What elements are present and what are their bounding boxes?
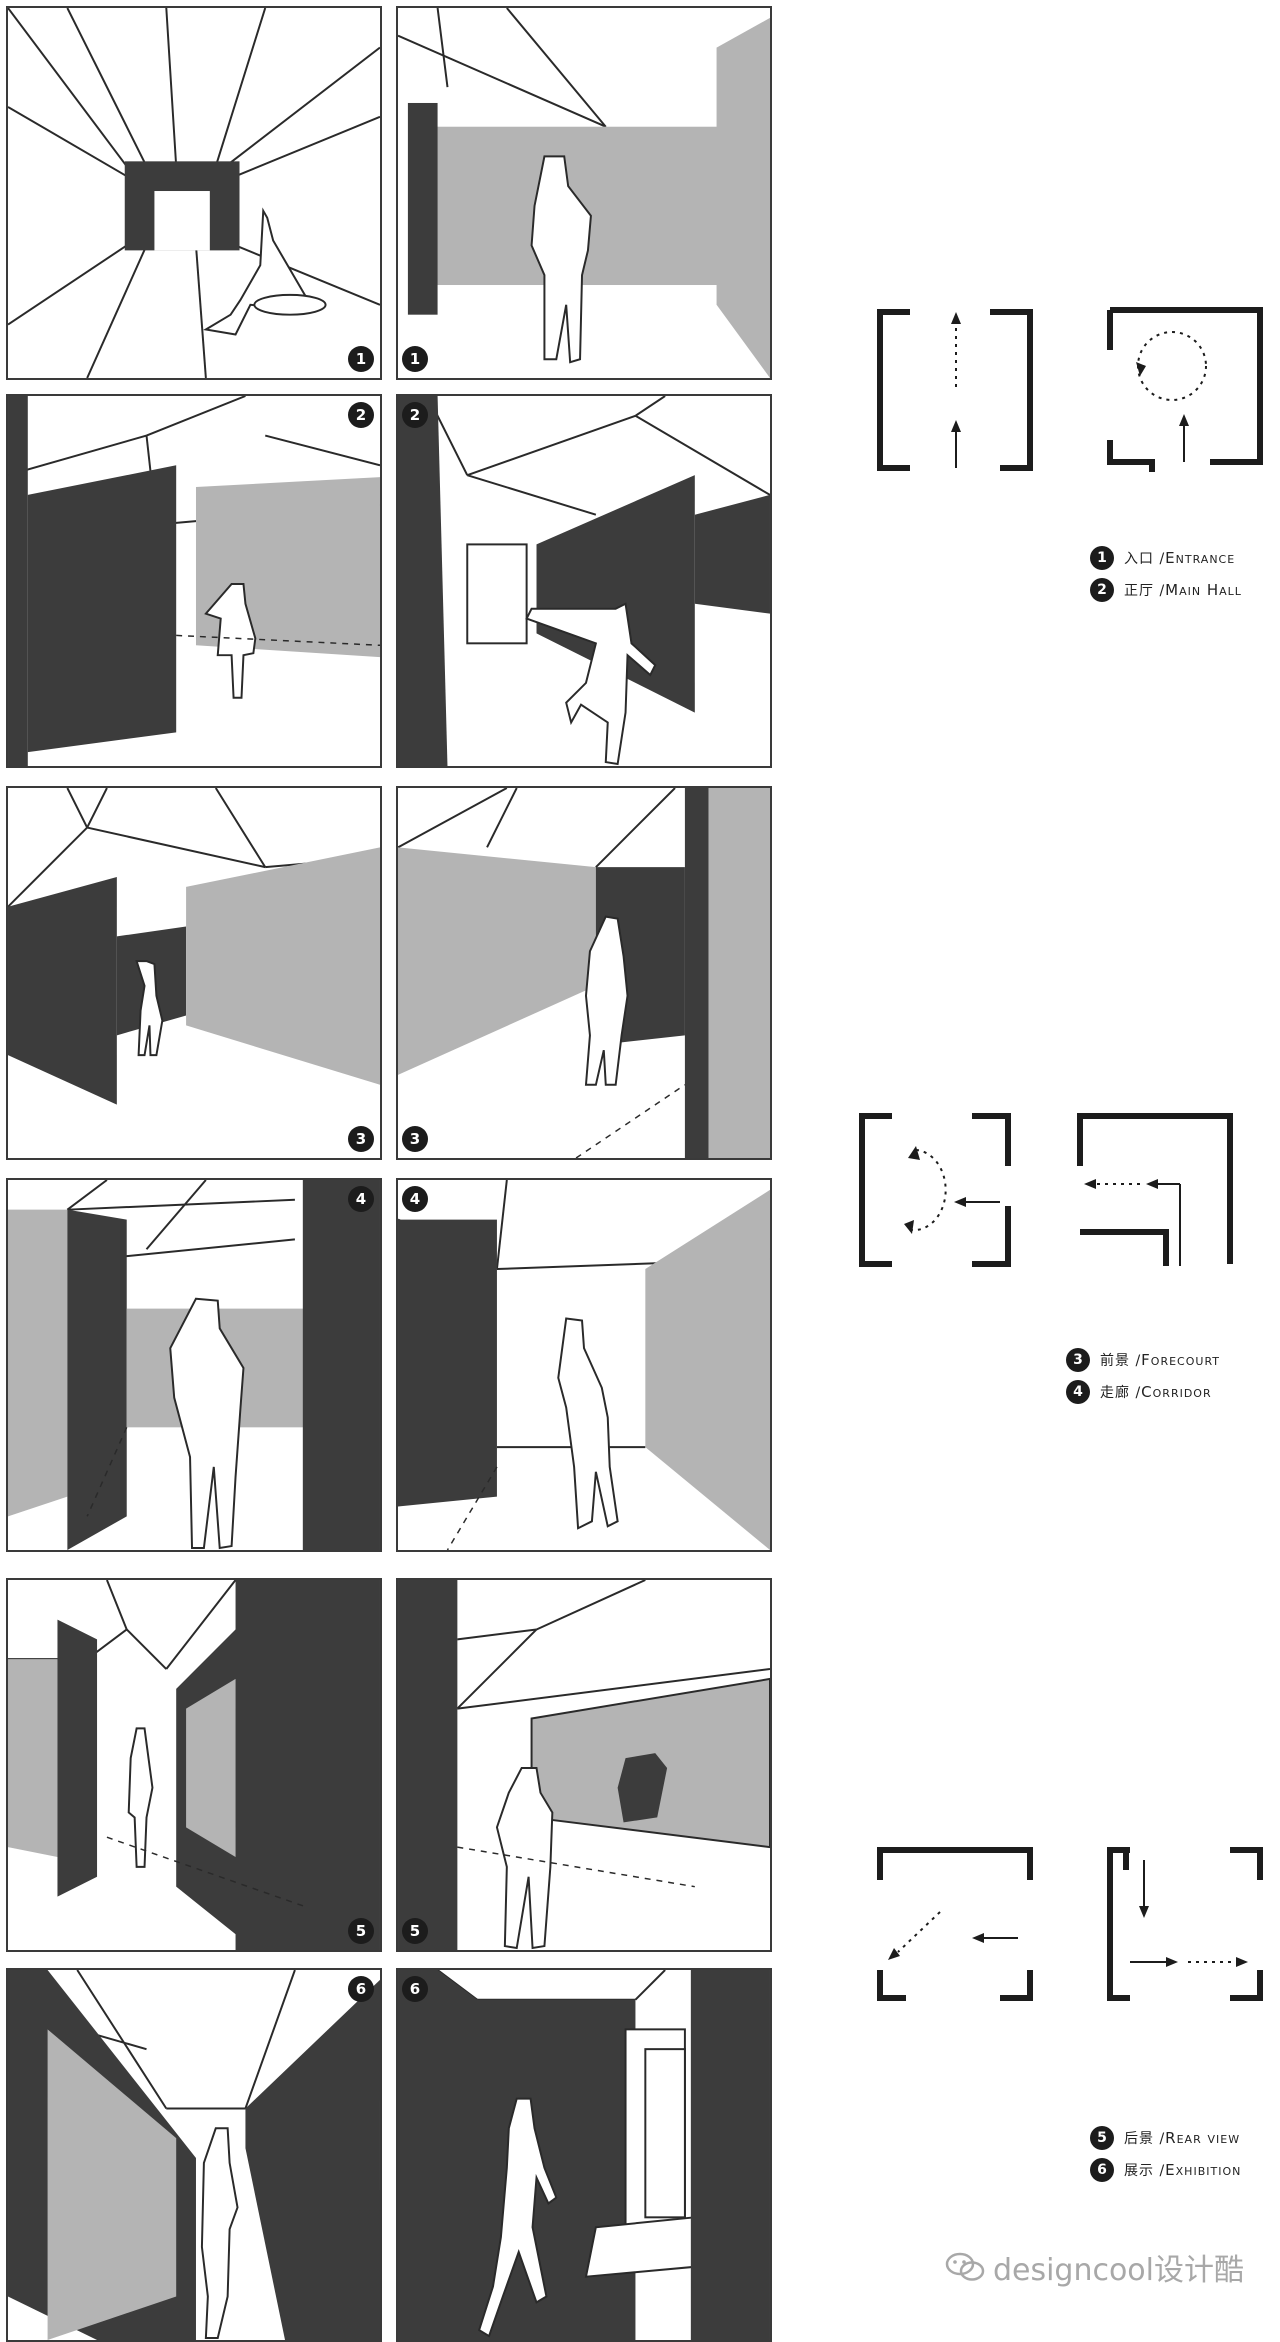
legend-item: 5 后景 /Rear view (1090, 2122, 1241, 2154)
legend-label: 展示 /Exhibition (1124, 2161, 1242, 2179)
legend-label-en: Forecourt (1141, 1351, 1221, 1369)
legend-number: 4 (1066, 1380, 1090, 1404)
corridor-sketch-right (398, 1180, 770, 1550)
legend-label: 后景 /Rear view (1124, 2129, 1241, 2147)
entrance-sketch-right (398, 8, 770, 378)
panel-badge: 2 (348, 402, 374, 428)
watermark: designcool设计酷 (945, 2245, 1244, 2289)
panel-badge: 5 (348, 1918, 374, 1944)
panel-main-hall-right: 2 (396, 394, 772, 768)
legend-group-2: 3 前景 /Forecourt 4 走廊 /Corridor (1066, 1344, 1220, 1408)
legend-number: 3 (1066, 1348, 1090, 1372)
legend-label: 正厅 /Main Hall (1124, 581, 1242, 599)
panel-badge: 3 (348, 1126, 374, 1152)
legend-label-en: Main Hall (1165, 581, 1242, 599)
plan-exhibition (1107, 1847, 1263, 2001)
panel-rear-view-right: 5 (396, 1578, 772, 1952)
panel-badge: 4 (348, 1186, 374, 1212)
panel-badge: 3 (402, 1126, 428, 1152)
panel-badge: 4 (402, 1186, 428, 1212)
legend-label: 走廊 /Corridor (1100, 1383, 1212, 1401)
panel-corridor-left: 4 (6, 1178, 382, 1552)
plan-main-hall (1107, 307, 1263, 472)
panel-badge: 6 (402, 1976, 428, 2002)
panel-exhibition-left: 6 (6, 1968, 382, 2342)
legend-label-en: Entrance (1165, 549, 1236, 567)
main-hall-sketch-right (398, 396, 770, 766)
entrance-sketch-left (8, 8, 380, 378)
plan-entrance (877, 309, 1033, 471)
legend-label: 入口 /Entrance (1124, 549, 1236, 567)
legend-item: 2 正厅 /Main Hall (1090, 574, 1242, 606)
panel-entrance-left: 1 (6, 6, 382, 380)
legend-label-zh: 正厅 (1124, 583, 1154, 599)
panel-badge: 1 (402, 346, 428, 372)
wechat-icon (945, 2252, 985, 2281)
panel-main-hall-left: 2 (6, 394, 382, 768)
legend-item: 4 走廊 /Corridor (1066, 1376, 1220, 1408)
panel-badge: 1 (348, 346, 374, 372)
watermark-text: designcool设计酷 (992, 2253, 1244, 2288)
legend-label-en: Rear view (1165, 2129, 1241, 2147)
plan-rear-view (877, 1847, 1033, 2001)
legend-label-zh: 前景 (1100, 1353, 1130, 1369)
rear-view-sketch-right (398, 1580, 770, 1950)
forecourt-sketch-left (8, 788, 380, 1105)
legend-item: 1 入口 /Entrance (1090, 542, 1242, 574)
panel-exhibition-right: 6 (396, 1968, 772, 2342)
legend-item: 6 展示 /Exhibition (1090, 2154, 1241, 2186)
legend-item: 3 前景 /Forecourt (1066, 1344, 1220, 1376)
legend-number: 6 (1090, 2158, 1114, 2182)
plan-forecourt (859, 1113, 1011, 1267)
panel-corridor-right: 4 (396, 1178, 772, 1552)
panel-badge: 5 (402, 1918, 428, 1944)
legend-label-en: Exhibition (1165, 2161, 1242, 2179)
forecourt-sketch-right (398, 788, 770, 1158)
exhibition-sketch-right (398, 1970, 770, 2340)
legend-label-zh: 后景 (1124, 2131, 1154, 2147)
panel-forecourt-right: 3 (396, 786, 772, 1160)
panel-badge: 6 (348, 1976, 374, 2002)
panel-entrance-right: 1 (396, 6, 772, 380)
plan-corridor (1077, 1113, 1233, 1266)
corridor-sketch-left (8, 1180, 380, 1550)
legend-group-1: 1 入口 /Entrance 2 正厅 /Main Hall (1090, 542, 1242, 606)
legend-number: 2 (1090, 578, 1114, 602)
legend-label-zh: 入口 (1124, 551, 1154, 567)
panel-forecourt-left: 3 (6, 786, 382, 1160)
legend-label-zh: 展示 (1124, 2163, 1154, 2179)
legend-number: 1 (1090, 546, 1114, 570)
exhibition-sketch-left (8, 1970, 380, 2340)
panel-badge: 2 (402, 402, 428, 428)
legend-group-3: 5 后景 /Rear view 6 展示 /Exhibition (1090, 2122, 1241, 2186)
main-hall-sketch-left (8, 396, 380, 766)
legend-number: 5 (1090, 2126, 1114, 2150)
legend-label-zh: 走廊 (1100, 1385, 1130, 1401)
panel-rear-view-left: 5 (6, 1578, 382, 1952)
legend-label-en: Corridor (1141, 1383, 1212, 1401)
legend-label: 前景 /Forecourt (1100, 1351, 1221, 1369)
rear-view-sketch-left (8, 1580, 380, 1950)
